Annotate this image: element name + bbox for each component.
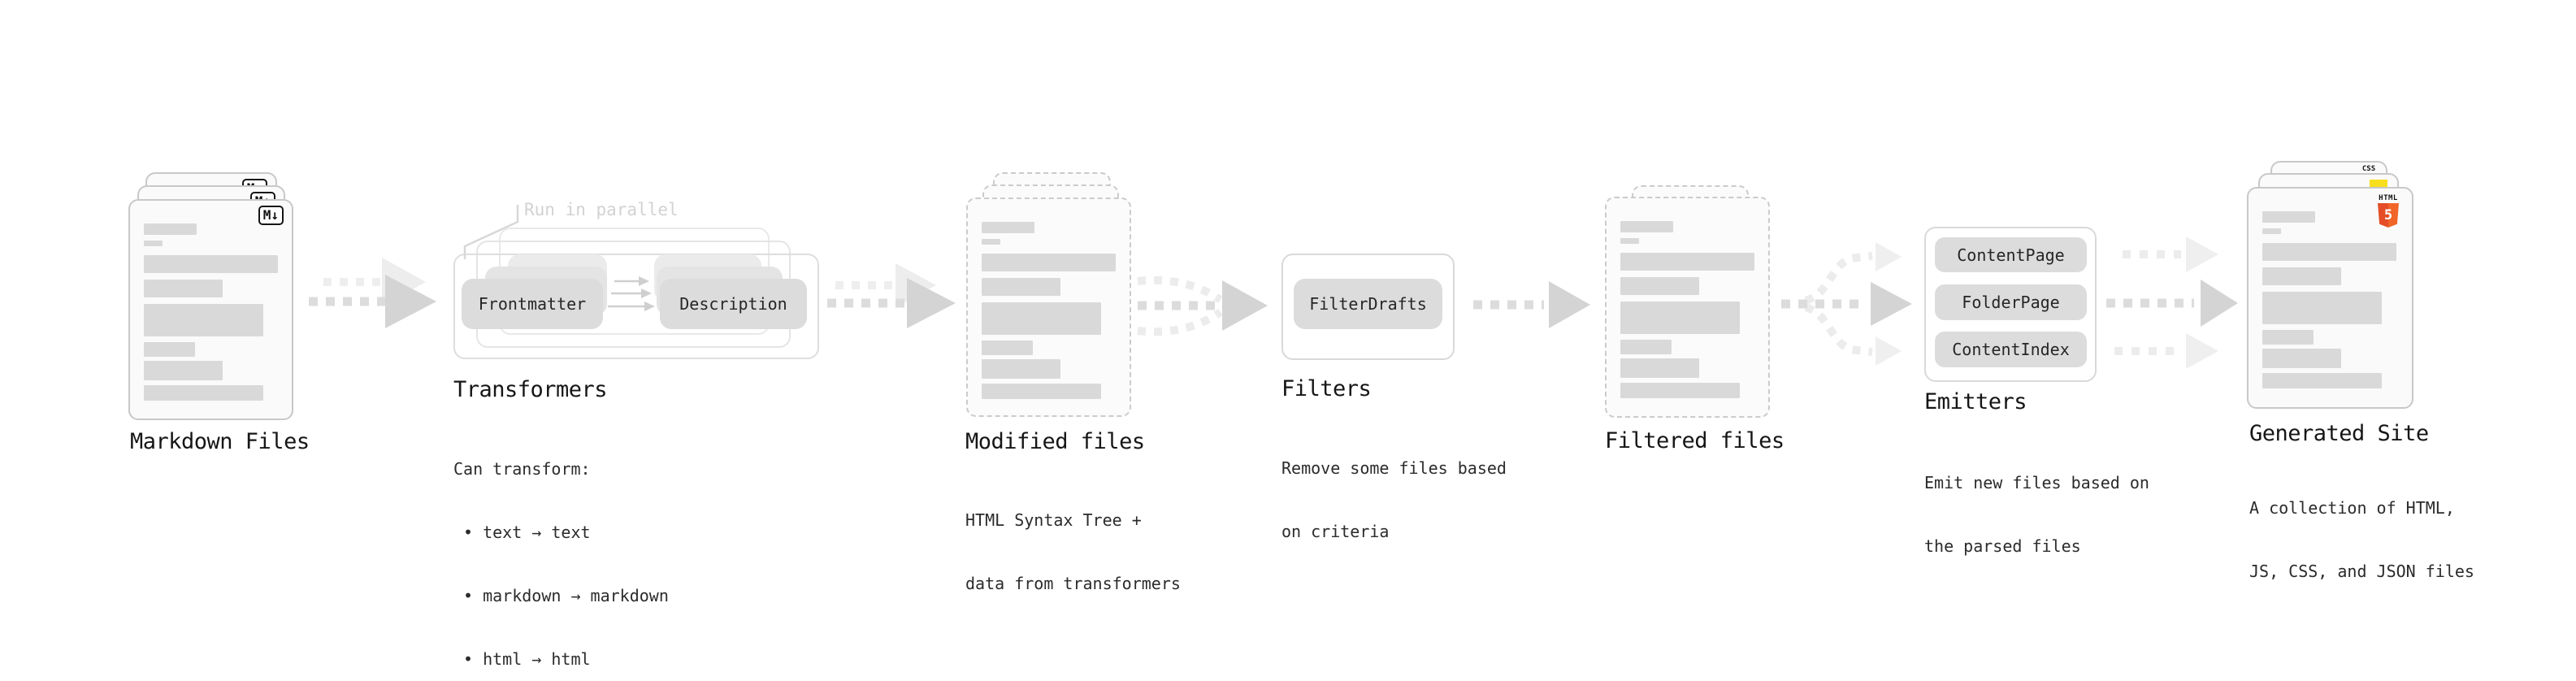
content-bar [982,278,1060,296]
markdown-icon: M↓ [258,206,284,225]
content-bar [2262,211,2315,223]
content-bar [2262,373,2382,388]
description-line: JS, CSS, and JSON files [2249,562,2474,581]
content-bar [1620,238,1639,244]
document-content-placeholder [982,222,1116,399]
transformer-layer-front [453,254,819,359]
content-bar [144,361,223,380]
content-bar [1620,253,1754,271]
css-icon-label: CSS [2361,165,2376,173]
content-bar [144,223,197,235]
description-line: • markdown → markdown [463,586,669,605]
stage-title-markdown-files: Markdown Files [130,429,310,454]
description-line: Remove some files based [1281,458,1507,478]
description-line: • html → html [463,649,591,669]
content-bar [144,241,163,246]
arrow-filtered-to-emitters [1781,242,1912,366]
content-bar [1620,277,1699,295]
content-bar [982,359,1060,379]
stage-title-transformers: Transformers [453,377,608,402]
content-bar [1620,221,1673,232]
content-bar [144,385,263,401]
stage-title-filters: Filters [1281,376,1372,401]
description-line: A collection of HTML, [2249,498,2455,518]
document-content-placeholder [144,223,278,401]
html5-icon: HTML 5 [2376,194,2400,228]
html5-icon-shield: 5 [2378,203,2399,228]
stage-title-filtered-files: Filtered files [1605,428,1785,453]
modified-files-description: HTML Syntax Tree + data from transformer… [965,467,1181,636]
description-pill: Description [660,279,807,329]
content-bar [2262,228,2281,234]
html5-icon-number: 5 [2383,207,2393,223]
folder-page-pill: FolderPage [1935,284,2087,320]
content-bar [982,384,1101,399]
arrow-transformers-to-modified [827,263,956,328]
content-bar [2262,330,2314,345]
generated-site-description: A collection of HTML, JS, CSS, and JSON … [2249,455,2474,624]
filters-description: Remove some files based on criteria [1281,415,1507,584]
content-bar [2262,243,2396,261]
document-content-placeholder [2262,211,2396,388]
content-bar [2262,267,2341,285]
description-line: Can transform: [453,459,591,479]
content-bar [144,255,278,273]
content-bar [144,342,195,357]
description-line: on criteria [1281,522,1390,541]
run-in-parallel-callout: Run in parallel [524,200,679,219]
content-bar [2262,349,2341,368]
description-line: • text → text [463,523,591,542]
arrow-emitters-to-generated [2106,236,2238,369]
description-line: data from transformers [965,574,1181,593]
content-bar [144,280,223,297]
filtered-file-card-front [1605,197,1770,418]
description-line: HTML Syntax Tree + [965,510,1142,530]
markdown-file-card-front: M↓ [128,199,293,420]
stage-title-emitters: Emitters [1924,389,2027,414]
content-bar [1620,301,1740,334]
content-bar [982,254,1116,271]
content-bar [1620,383,1740,398]
stage-title-generated-site: Generated Site [2249,421,2429,446]
filter-drafts-pill: FilterDrafts [1294,279,1442,329]
content-bar [982,340,1033,355]
stage-title-modified-files: Modified files [965,429,1145,454]
content-bar [1620,340,1672,354]
transformers-description: Can transform: • text → text • markdown … [453,416,669,681]
content-bar [144,304,263,336]
content-page-pill: ContentPage [1935,237,2087,272]
html5-icon-label: HTML [2379,194,2398,202]
content-bar [2262,292,2382,324]
description-line: Emit new files based on [1924,473,2149,492]
description-line: the parsed files [1924,536,2081,556]
arrow-markdown-to-transformers [309,258,436,328]
modified-file-card-front [966,197,1131,417]
document-content-placeholder [1620,221,1754,398]
content-bar [1620,358,1699,378]
content-bar [982,302,1101,335]
emitters-description: Emit new files based on the parsed files [1924,430,2149,599]
frontmatter-pill: Frontmatter [462,279,603,329]
content-bar [982,222,1034,233]
content-index-pill: ContentIndex [1935,332,2087,367]
arrow-modified-to-filters [1137,275,1268,336]
content-bar [982,239,1000,245]
arrow-filters-to-filtered [1473,281,1590,328]
generated-file-card-html: HTML 5 [2247,187,2413,409]
